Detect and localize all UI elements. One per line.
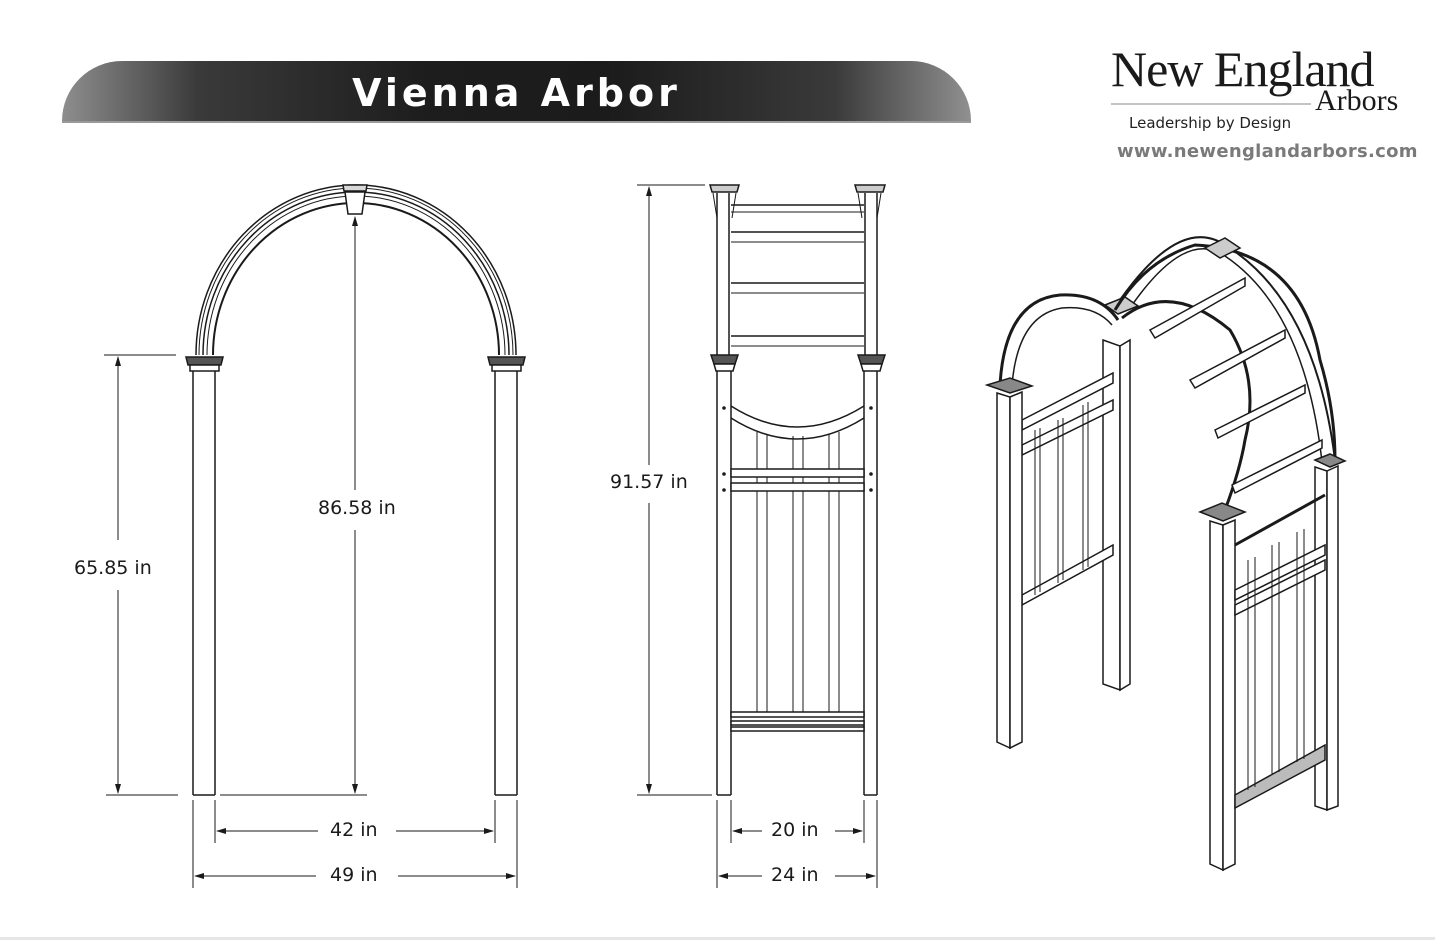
front-post-height-label: 65.85 in (70, 557, 156, 579)
logo-brand-line2: Arbors (1315, 84, 1399, 117)
front-inner-width-label: 42 in (326, 819, 382, 841)
front-view (104, 184, 526, 888)
page-bottom-border (0, 937, 1435, 940)
brand-logo: New England Arbors Leadership by Design … (1105, 40, 1418, 170)
logo-ornament-rule (1111, 103, 1311, 105)
front-outer-width-label: 49 in (326, 864, 382, 886)
website-url[interactable]: www.newenglandarbors.com (1117, 141, 1418, 162)
title-banner: Vienna Arbor (62, 61, 971, 123)
logo-brand-line1: New England (1111, 41, 1375, 97)
side-view (637, 184, 887, 888)
front-total-height-label: 86.58 in (314, 497, 400, 519)
side-outer-depth-label: 24 in (767, 864, 823, 886)
side-inner-depth-label: 20 in (767, 819, 823, 841)
page-title: Vienna Arbor (352, 71, 681, 115)
logo-tagline: Leadership by Design (1129, 114, 1292, 132)
side-total-height-label: 91.57 in (606, 471, 692, 493)
isometric-view (984, 236, 1347, 872)
